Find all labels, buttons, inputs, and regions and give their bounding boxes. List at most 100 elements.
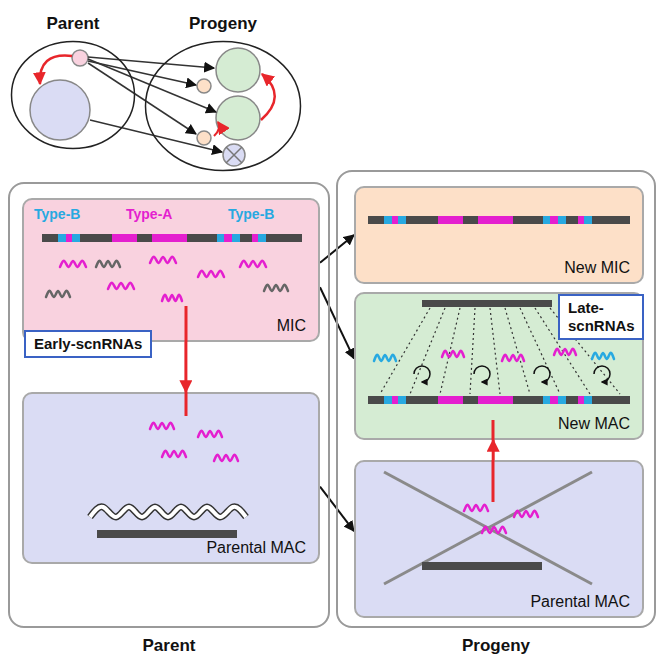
nascent-transcript — [90, 507, 246, 517]
chromosome-bar — [42, 234, 302, 242]
nucleus-label: New MAC — [556, 415, 632, 432]
new-macronucleus — [216, 96, 260, 140]
stroke — [520, 308, 560, 394]
stage-panel: ParentMICEarly-scnRNAsParental MAC — [8, 182, 330, 628]
stroke — [380, 308, 430, 394]
eliminated-sequence — [584, 396, 592, 404]
small-rna — [162, 295, 182, 301]
eliminated-sequence — [58, 234, 66, 242]
stroke — [440, 308, 460, 394]
small-rna — [554, 349, 576, 355]
eliminated-sequence — [384, 396, 392, 404]
transfer-arrow — [40, 56, 72, 84]
transfer-connector — [184, 342, 187, 392]
sequence-type-label: Type-B — [228, 206, 274, 222]
transfer-arrow — [261, 74, 275, 120]
eliminated-sequence — [252, 234, 258, 242]
nucleus-box: Parental MAC — [354, 460, 644, 618]
inheritance-arrow — [90, 120, 222, 152]
text-holder: Parental MAC — [204, 539, 308, 557]
chromosome-bar — [97, 530, 237, 538]
eliminated-sequence — [550, 216, 558, 224]
eliminated-sequence — [258, 234, 266, 242]
nascent-transcript — [90, 507, 246, 517]
rna-label: Early-scnRNAs — [34, 335, 142, 352]
new-micronucleus — [197, 79, 211, 93]
text-holder: Parent — [10, 636, 328, 656]
sequence-type-label: Type-B — [34, 206, 80, 222]
small-rna — [442, 351, 464, 357]
cell-outline-shape — [10, 40, 136, 150]
micronucleus — [72, 50, 88, 66]
cleavage-cycle — [594, 366, 610, 382]
illustration-stroke — [90, 392, 246, 538]
text-holder: MIC — [275, 317, 308, 335]
nucleus-label: New MIC — [562, 259, 632, 276]
text-holder: Early-scnRNAs — [34, 335, 142, 353]
stroke — [492, 460, 495, 502]
cell-outline: Parent — [10, 40, 136, 150]
small-rna — [198, 271, 224, 277]
cell-membrane — [12, 42, 135, 149]
small-rna — [150, 423, 174, 429]
small-rna — [482, 527, 506, 533]
small-rna — [60, 261, 86, 267]
text-holder: Progeny — [338, 636, 654, 656]
text-holder: New MAC — [556, 415, 632, 433]
macronucleus — [30, 80, 90, 140]
stroke — [384, 472, 592, 584]
eliminated-sequence — [398, 216, 406, 224]
nucleus-label: Parental MAC — [204, 539, 308, 556]
eliminated-sequence — [578, 216, 584, 224]
chromosome-bar — [368, 216, 630, 224]
eliminated-sequence — [66, 234, 72, 242]
eliminated-sequence — [392, 396, 398, 404]
old-macronucleus — [223, 144, 245, 166]
stage-heading: Parent — [143, 636, 196, 655]
eliminated-sequence — [478, 396, 513, 404]
cleavage-cycle — [534, 366, 550, 382]
stroke — [490, 308, 500, 394]
degradation-cross — [226, 147, 242, 163]
inheritance-arrow — [88, 59, 216, 112]
eliminated-sequence — [72, 234, 80, 242]
small-rna — [214, 455, 238, 461]
eliminated-sequence — [478, 216, 513, 224]
new-macronucleus — [216, 48, 260, 92]
small-rna — [502, 355, 524, 361]
stroke — [492, 420, 495, 440]
small-rna — [198, 431, 222, 437]
stage-heading: Parent — [47, 14, 100, 33]
text-holder: New MIC — [562, 259, 632, 277]
small-rna — [46, 291, 70, 297]
rna-tag: Early-scnRNAs — [24, 330, 152, 358]
text-holder: Progeny — [144, 14, 302, 34]
eliminated-sequence — [224, 234, 232, 242]
rna-tag: Late-scnRNAs — [558, 294, 644, 340]
small-rna — [464, 505, 488, 511]
eliminated-sequence — [438, 396, 463, 404]
nucleus-label: Parental MAC — [528, 593, 632, 610]
eliminated-sequence — [543, 216, 550, 224]
small-rna — [150, 257, 176, 263]
stroke — [185, 306, 188, 342]
eliminated-sequence — [392, 216, 398, 224]
eliminated-sequence — [112, 234, 137, 242]
nucleus-box: New MIC — [354, 186, 644, 284]
eliminated-sequence — [578, 396, 584, 404]
text-holder: Parental MAC — [528, 593, 632, 611]
cell-outline: Progeny — [144, 40, 302, 172]
cleavage-cycle — [414, 366, 430, 382]
eliminated-sequence — [384, 216, 392, 224]
rna-label: Late-scnRNAs — [568, 299, 635, 334]
stroke — [384, 472, 592, 584]
illustration-stroke — [368, 216, 630, 224]
illustration-stroke — [42, 234, 302, 342]
small-rna — [162, 451, 186, 457]
cell-membrane — [146, 42, 301, 171]
small-rna — [374, 355, 396, 361]
stroke — [505, 308, 530, 394]
small-rna — [264, 285, 288, 291]
stage-heading: Progeny — [462, 636, 530, 655]
